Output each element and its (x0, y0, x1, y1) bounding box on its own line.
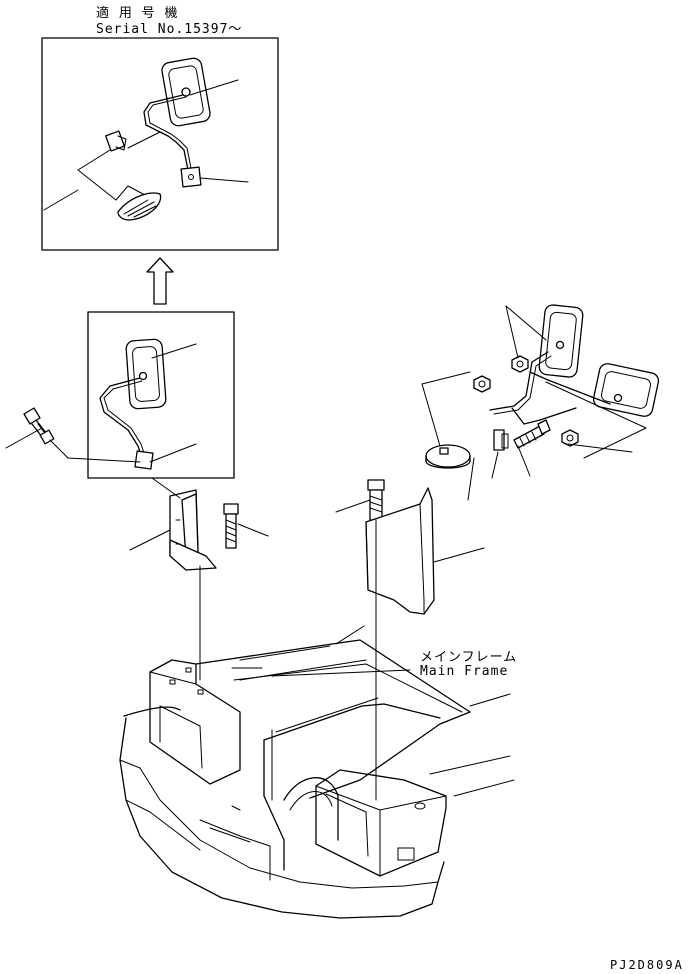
right-nut-c (561, 429, 579, 447)
right-mirror-stay (489, 351, 549, 411)
right-clamp (493, 429, 509, 451)
right-bolt (513, 419, 551, 449)
serial-number-range: Serial No.15397～ (96, 22, 243, 37)
inset-bracket (180, 166, 202, 188)
mirror-box-frame (87, 311, 235, 479)
round-base-plate (425, 444, 471, 469)
main-frame-label-en: Main Frame (420, 664, 509, 679)
direction-arrow (146, 257, 174, 305)
left-mirror-bracket (169, 489, 217, 571)
inset-mirror (161, 57, 211, 127)
main-frame-body (119, 625, 515, 919)
inset-frame (41, 37, 279, 251)
right-nut-b (473, 375, 491, 393)
drawing-code: PJ2D809A (610, 958, 684, 972)
inset-lamp (117, 192, 162, 221)
serial-inset (41, 37, 279, 251)
mirror-bracket-plate (134, 450, 154, 470)
right-nut-a (511, 355, 529, 373)
left-bracket-bolt (223, 503, 239, 549)
right-mirror-lower (592, 363, 660, 417)
left-bolt (23, 407, 55, 445)
right-side-cover (365, 487, 435, 615)
applicability-heading-jp: 適 用 号 機 (96, 6, 179, 21)
main-frame-label-jp: メインフレーム (420, 650, 518, 665)
mirror-stay (99, 377, 143, 459)
right-mirror-upper (538, 304, 584, 378)
mirror-box (87, 311, 235, 479)
inset-mirror-stay (143, 94, 189, 171)
mirror-plate (125, 338, 167, 410)
inset-connector (105, 130, 127, 152)
